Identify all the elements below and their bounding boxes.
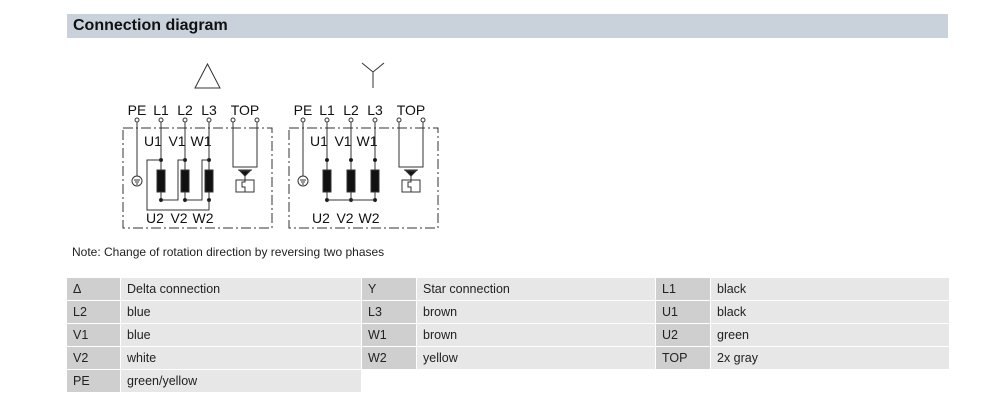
motor-winding <box>156 169 166 193</box>
legend-key: L1 <box>656 278 710 300</box>
legend-value: brown <box>417 301 655 323</box>
motor-winding <box>204 169 214 193</box>
winding-label: W2 <box>193 210 214 226</box>
ground-icon <box>297 175 309 187</box>
terminal-point <box>230 117 236 123</box>
terminal-point <box>158 117 164 123</box>
winding-label: V1 <box>168 133 185 149</box>
terminal-label-l1: L1 <box>319 102 335 118</box>
legend-key: Y <box>362 278 416 300</box>
terminal-point <box>348 117 354 123</box>
junction-dot <box>348 157 354 163</box>
winding-label: U2 <box>312 210 330 226</box>
delta-wire <box>185 159 209 201</box>
winding-label: V1 <box>334 133 351 149</box>
legend-value: 2x gray <box>711 347 949 369</box>
legend-value: white <box>121 347 361 369</box>
terminal-box-outline <box>288 127 439 229</box>
legend-key: V1 <box>67 324 120 346</box>
motor-winding <box>180 169 190 193</box>
legend-value: Delta connection <box>121 278 361 300</box>
winding-label: U1 <box>144 133 162 149</box>
legend-key: Δ <box>67 278 120 300</box>
legend-key: L3 <box>362 301 416 323</box>
section-header: Connection diagram <box>67 14 948 38</box>
terminal-label-l2: L2 <box>177 102 193 118</box>
ground-icon-lines <box>300 179 306 185</box>
junction-dot <box>372 157 378 163</box>
motor-winding <box>322 169 332 193</box>
legend-key: U2 <box>656 324 710 346</box>
motor-winding <box>370 169 380 193</box>
terminal-label-pe: PE <box>128 102 147 118</box>
star-symbol-icon <box>361 62 385 73</box>
delta-symbol-icon <box>194 62 221 89</box>
terminal-point <box>372 117 378 123</box>
legend-key: PE <box>67 370 120 392</box>
legend-value: blue <box>121 301 361 323</box>
winding-label: W2 <box>359 210 380 226</box>
legend-value: Star connection <box>417 278 655 300</box>
winding-label: U2 <box>146 210 164 226</box>
winding-label: W1 <box>191 133 212 149</box>
legend-key: W1 <box>362 324 416 346</box>
winding-label: V2 <box>336 210 353 226</box>
legend-value: brown <box>417 324 655 346</box>
thermal-wire <box>232 122 258 168</box>
terminal-label-l1: L1 <box>153 102 169 118</box>
thermal-switch-contact <box>241 176 246 192</box>
terminal-point <box>254 117 260 123</box>
motor-winding <box>346 169 356 193</box>
winding-label: W1 <box>357 133 378 149</box>
legend-value: black <box>711 301 949 323</box>
legend-value: blue <box>121 324 361 346</box>
terminal-point <box>206 117 212 123</box>
winding-label: U1 <box>310 133 328 149</box>
legend-key: L2 <box>67 301 120 323</box>
junction-dot <box>324 157 330 163</box>
legend-value: yellow <box>417 347 655 369</box>
terminal-point <box>300 117 306 123</box>
delta-wire <box>146 159 210 211</box>
terminal-point <box>324 117 330 123</box>
terminal-box-outline <box>122 127 273 229</box>
winding-label: V2 <box>170 210 187 226</box>
terminal-point <box>420 117 426 123</box>
delta-wire <box>161 159 185 201</box>
note-text: Note: Change of rotation direction by re… <box>72 245 385 259</box>
terminal-point <box>134 117 140 123</box>
terminal-label-top: TOP <box>231 102 260 118</box>
legend-key: U1 <box>656 301 710 323</box>
legend-key: TOP <box>656 347 710 369</box>
thermal-protector-icon <box>238 170 252 177</box>
thermal-wire <box>398 122 424 168</box>
legend-value: green <box>711 324 949 346</box>
ground-icon <box>131 175 143 187</box>
legend-value: black <box>711 278 949 300</box>
terminal-label-l3: L3 <box>367 102 383 118</box>
ground-icon-lines <box>134 179 140 185</box>
legend-value: green/yellow <box>121 370 361 392</box>
terminal-label-pe: PE <box>294 102 313 118</box>
thermal-switch-contact <box>407 176 412 192</box>
section-title: Connection diagram <box>73 17 228 34</box>
legend-key: W2 <box>362 347 416 369</box>
terminal-label-top: TOP <box>397 102 426 118</box>
terminal-label-l3: L3 <box>201 102 217 118</box>
terminal-label-l2: L2 <box>343 102 359 118</box>
legend-key: V2 <box>67 347 120 369</box>
terminal-point <box>182 117 188 123</box>
thermal-protector-icon <box>404 170 418 177</box>
terminal-point <box>396 117 402 123</box>
